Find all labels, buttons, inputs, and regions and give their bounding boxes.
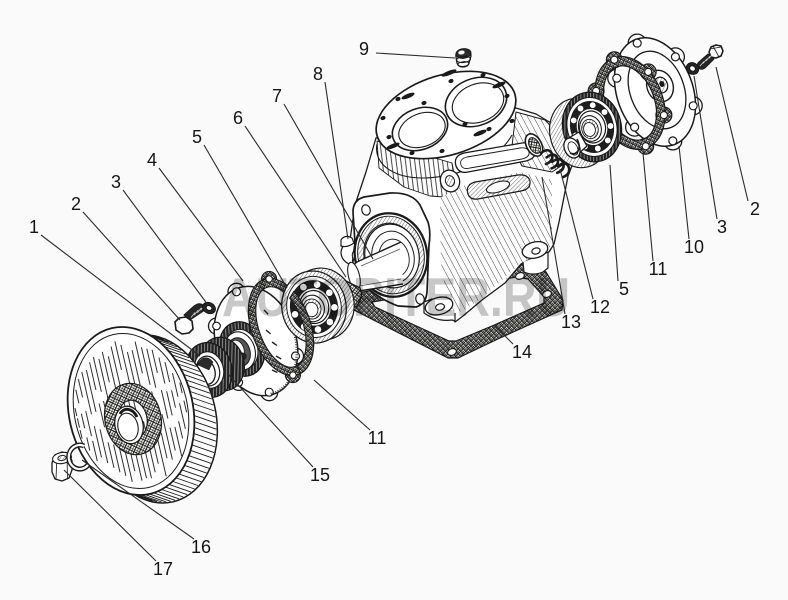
svg-text:11: 11 [649,259,668,279]
svg-text:16: 16 [191,537,211,557]
svg-text:11: 11 [368,428,387,448]
svg-text:3: 3 [717,217,727,237]
svg-text:5: 5 [192,127,202,147]
svg-text:AUTOPITER.RU: AUTOPITER.RU [222,266,570,328]
svg-text:2: 2 [750,199,760,219]
svg-text:2: 2 [71,194,81,214]
svg-text:1: 1 [29,217,39,237]
svg-text:3: 3 [111,172,121,192]
svg-text:6: 6 [233,108,243,128]
svg-text:8: 8 [313,64,323,84]
svg-text:13: 13 [561,312,581,332]
svg-text:7: 7 [272,86,282,106]
svg-text:14: 14 [512,342,532,362]
svg-text:17: 17 [153,559,173,579]
svg-text:5: 5 [619,279,629,299]
svg-text:12: 12 [590,297,610,317]
svg-text:9: 9 [359,39,369,59]
svg-text:4: 4 [147,150,157,170]
svg-text:15: 15 [310,465,330,485]
svg-text:10: 10 [684,237,704,257]
